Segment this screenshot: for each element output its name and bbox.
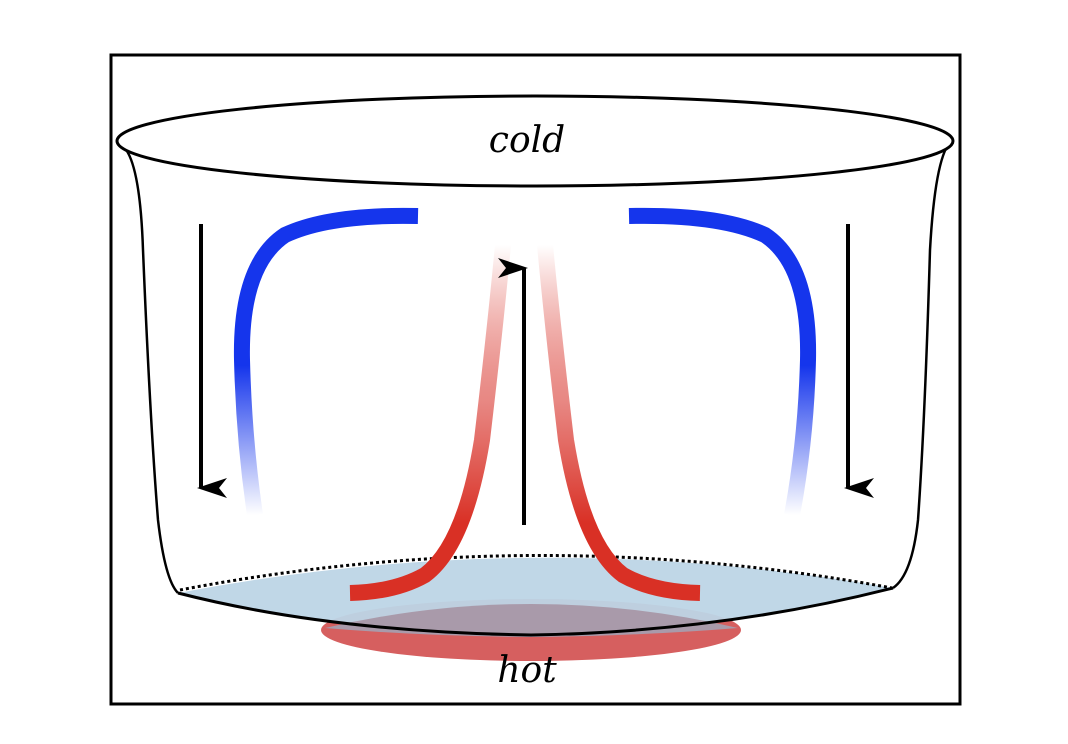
hot-label: hot: [497, 650, 557, 691]
frame: [109, 53, 962, 706]
hot-plume-left: [349, 244, 511, 601]
cold-flow-left: [233, 207, 419, 517]
cold-label: cold: [489, 120, 565, 161]
hot-plume-right: [537, 244, 701, 601]
pot-right-wall: [892, 141, 952, 590]
pot-bottom: [178, 557, 893, 635]
cold-flow-right: [628, 207, 817, 517]
pot-bottom-back-edge: [179, 554, 893, 592]
pot-rim: [115, 94, 955, 188]
pot-left-wall: [121, 144, 179, 594]
pot-bottom-front-edge: [177, 586, 894, 637]
